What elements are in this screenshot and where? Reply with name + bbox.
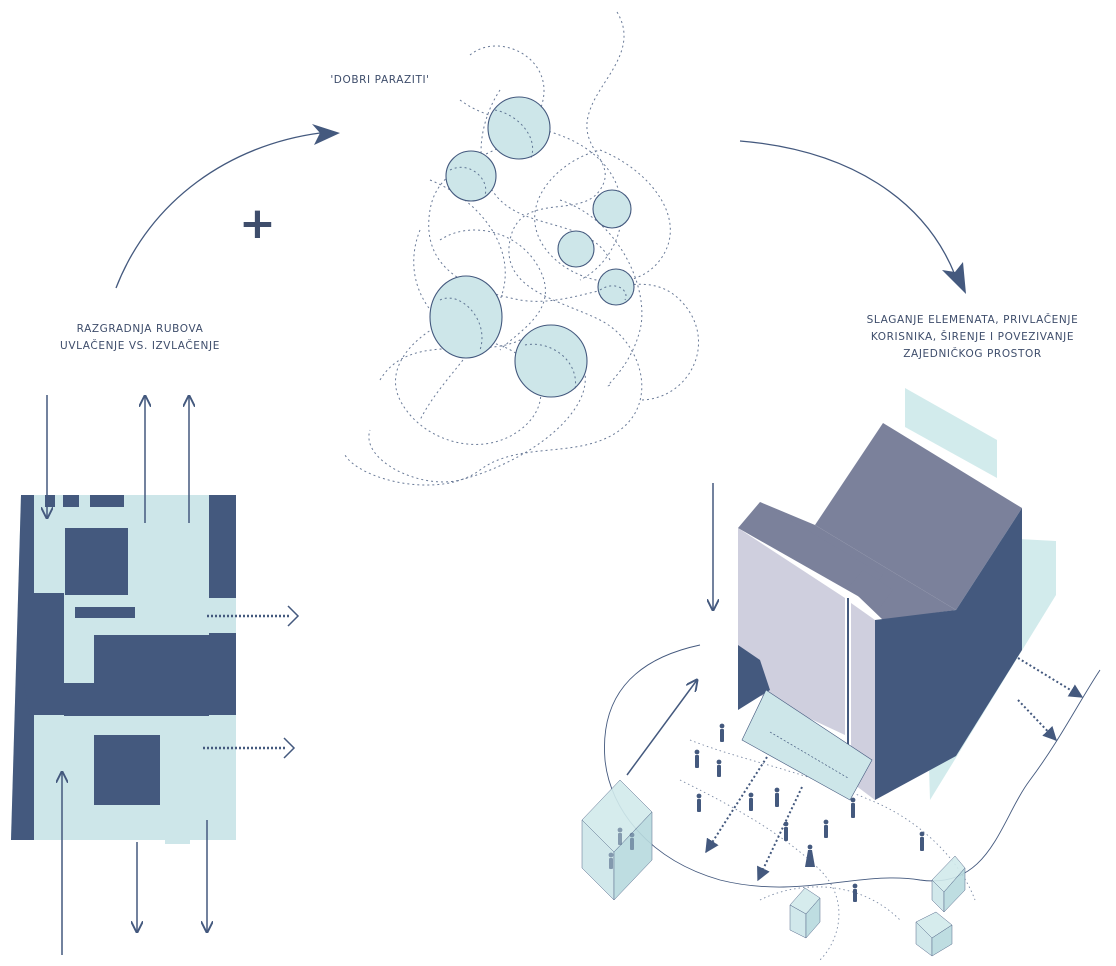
entrance-canopy — [741, 689, 873, 801]
caption-edges-line-1: RAZGRADNJA RUBOVA — [76, 323, 204, 335]
caption-parasites: 'DOBRI PARAZITI' — [330, 72, 430, 89]
caption-stacking-line-1: SLAGANJE ELEMENATA, PRIVLAČENJE — [866, 314, 1079, 326]
floor-plan — [11, 495, 236, 844]
parasite-inner-paths — [439, 109, 627, 391]
caption-stacking-line-2: KORISNIKA, ŠIRENJE I POVEZIVANJE — [870, 331, 1075, 343]
small-boxes — [581, 779, 966, 957]
plan-dotted-arrows — [203, 605, 300, 759]
flow-arrow-top-to-right — [739, 140, 966, 294]
site-dots — [679, 739, 976, 961]
building-top-edge — [738, 502, 883, 599]
site-outline — [604, 644, 1101, 888]
caption-stacking: SLAGANJE ELEMENATA, PRIVLAČENJE KORISNIK… — [855, 312, 1090, 363]
building-back-right — [956, 508, 1022, 756]
building-notch — [848, 570, 893, 610]
panel-top — [905, 388, 997, 478]
caption-stacking-line-3: ZAJEDNIČKOG PROSTOR — [903, 348, 1042, 360]
people — [608, 723, 925, 902]
plus-symbol: + — [239, 198, 276, 249]
caption-edges: RAZGRADNJA RUBOVA UVLAČENJE VS. IZVLAČEN… — [40, 321, 240, 355]
building-back-top — [815, 423, 1022, 610]
flow-arrow-left-to-top — [115, 124, 340, 289]
building-right-face — [875, 610, 956, 800]
building-dotted-arrows — [705, 657, 1084, 882]
building-arrows — [626, 483, 713, 776]
caption-edges-line-2: UVLAČENJE VS. IZVLAČENJE — [60, 340, 220, 352]
caption-parasites-line: 'DOBRI PARAZITI' — [330, 74, 430, 86]
plan-arrows — [47, 395, 207, 955]
building-base-dark — [738, 645, 770, 710]
parasite-circles — [429, 96, 635, 398]
